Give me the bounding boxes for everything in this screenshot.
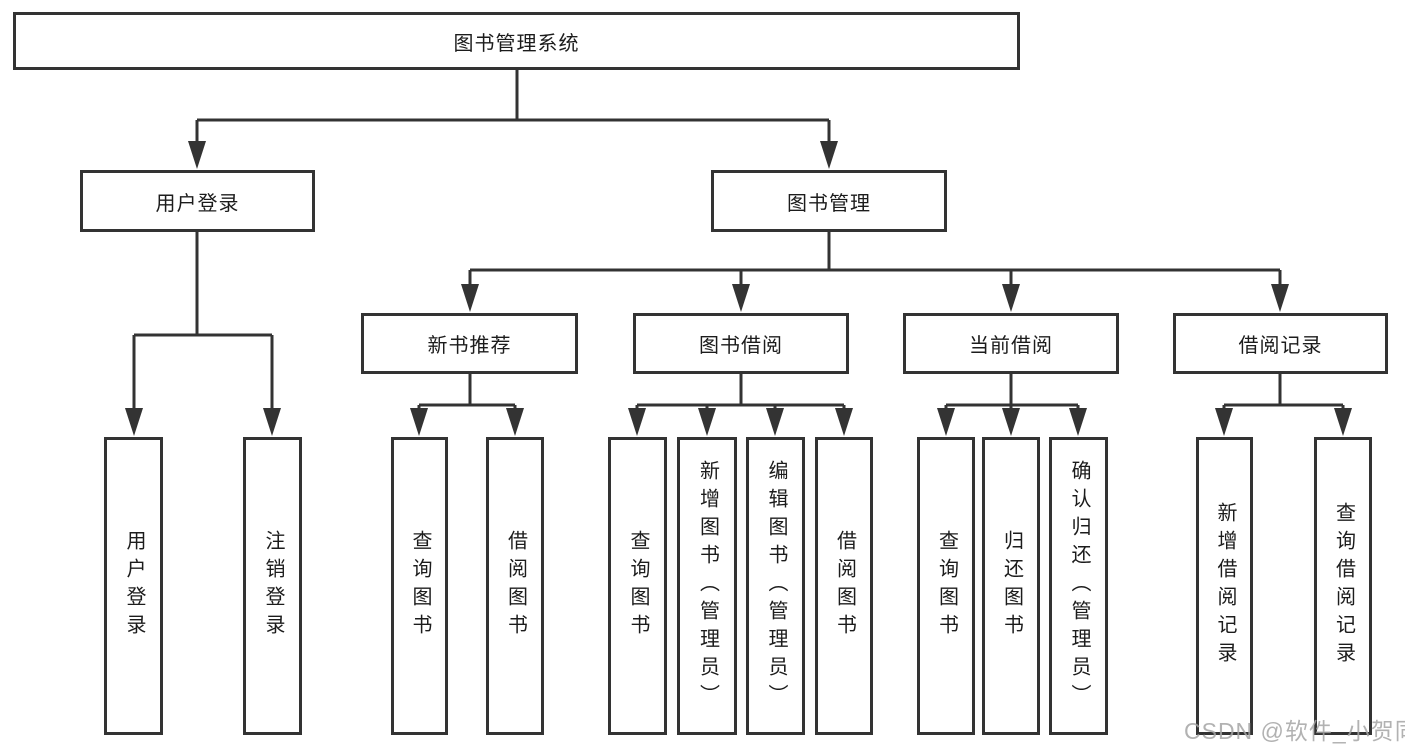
csdn-watermark: CSDN @软件_小贺同学 [1184,718,1405,744]
node-library-system: 图书管理系统 [13,12,1020,70]
node-leaf-query-books-current: 查询图书 [917,437,975,735]
arrowhead-icon [461,284,479,312]
node-book-management: 图书管理 [711,170,947,232]
arrowheads [125,141,1352,436]
node-leaf-query-books-borrowing-label: 查询图书 [627,530,649,642]
node-borrowing-records: 借阅记录 [1173,313,1388,374]
node-leaf-borrow-books-recommend: 借阅图书 [486,437,544,735]
node-leaf-logout: 注销登录 [243,437,302,735]
node-leaf-confirm-return-admin-label: 确认归还（管理员） [1068,460,1090,712]
node-new-book-recommendation: 新书推荐 [361,313,578,374]
arrowhead-icon [1271,284,1289,312]
arrowhead-icon [1334,408,1352,436]
node-new-book-recommendation-label: 新书推荐 [427,335,512,357]
node-user-login-group-label: 用户登录 [155,192,240,215]
node-leaf-borrow-books-label: 借阅图书 [833,530,856,642]
node-user-login-group: 用户登录 [80,170,315,232]
node-leaf-query-books-recommend: 查询图书 [391,437,448,735]
node-leaf-add-borrow-record: 新增借阅记录 [1196,437,1253,735]
node-current-borrowing: 当前借阅 [903,313,1119,374]
node-leaf-return-books: 归还图书 [982,437,1040,735]
node-book-borrowing-label: 图书借阅 [699,335,783,357]
node-leaf-return-books-label: 归还图书 [1000,530,1023,642]
node-leaf-add-borrow-record-label: 新增借阅记录 [1214,502,1236,670]
arrowhead-icon [628,408,646,436]
arrowhead-icon [820,141,838,169]
arrowhead-icon [125,408,143,436]
node-leaf-borrow-books-recommend-label: 借阅图书 [504,530,527,642]
node-leaf-query-borrow-record: 查询借阅记录 [1314,437,1372,735]
node-library-system-label: 图书管理系统 [453,32,580,55]
arrowhead-icon [698,408,716,436]
node-leaf-logout-label: 注销登录 [262,530,284,642]
node-book-management-label: 图书管理 [787,192,871,215]
node-leaf-edit-books-admin: 编辑图书（管理员） [746,437,805,735]
node-book-borrowing: 图书借阅 [633,313,849,374]
arrowhead-icon [1002,408,1020,436]
node-leaf-query-books-recommend-label: 查询图书 [409,530,431,642]
node-leaf-add-books-admin: 新增图书（管理员） [677,437,737,735]
node-leaf-edit-books-admin-label: 编辑图书（管理员） [765,460,787,712]
arrowhead-icon [188,141,206,169]
arrowhead-icon [732,284,750,312]
arrowhead-icon [263,408,281,436]
arrowhead-icon [1069,408,1087,436]
node-leaf-query-borrow-record-label: 查询借阅记录 [1332,502,1355,670]
node-leaf-add-books-admin-label: 新增图书（管理员） [696,460,719,712]
node-current-borrowing-label: 当前借阅 [969,335,1053,357]
node-leaf-borrow-books: 借阅图书 [815,437,873,735]
arrowhead-icon [1002,284,1020,312]
node-leaf-query-books-borrowing: 查询图书 [608,437,667,735]
arrowhead-icon [766,408,784,436]
node-leaf-confirm-return-admin: 确认归还（管理员） [1049,437,1108,735]
arrowhead-icon [1215,408,1233,436]
arrowhead-icon [835,408,853,436]
arrowhead-icon [937,408,955,436]
node-borrowing-records-label: 借阅记录 [1238,335,1323,357]
node-leaf-user-login-label: 用户登录 [123,530,145,642]
arrowhead-icon [410,408,428,436]
arrowhead-icon [506,408,524,436]
node-leaf-query-books-current-label: 查询图书 [935,530,958,642]
node-leaf-user-login: 用户登录 [104,437,163,735]
